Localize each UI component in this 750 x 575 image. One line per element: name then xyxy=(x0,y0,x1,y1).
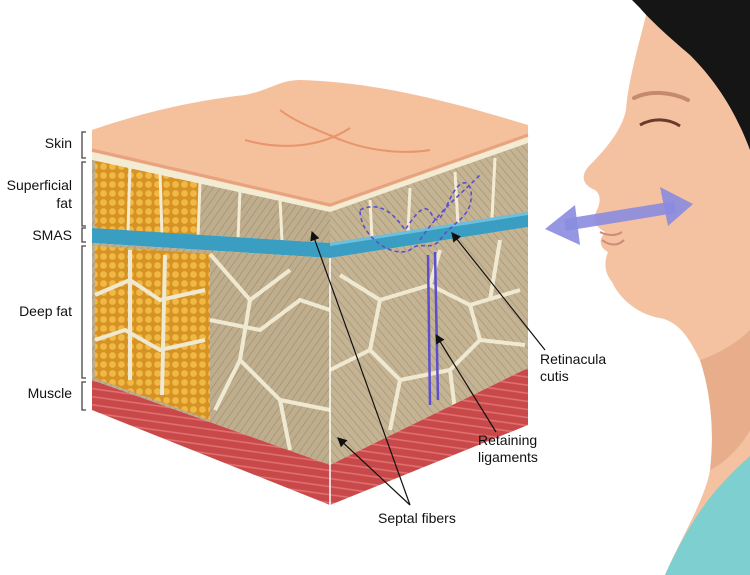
shirt xyxy=(665,456,750,575)
smas-front xyxy=(92,228,330,258)
callout-septal: Septal fibers xyxy=(378,510,456,526)
callout-retaining-2: ligaments xyxy=(478,449,538,465)
face-skin xyxy=(583,0,750,575)
retinacula-arrow xyxy=(451,232,546,351)
muscle-front xyxy=(92,380,330,505)
deep-fat-gold xyxy=(95,246,210,420)
face-profile xyxy=(545,0,750,575)
eye xyxy=(639,118,681,128)
bracket-icon xyxy=(81,131,86,411)
muscle-right xyxy=(330,368,528,505)
lips xyxy=(599,231,625,246)
layer-labels: Skin Superficial fat SMAS Deep fat Muscl… xyxy=(7,131,86,411)
retaining-ligaments xyxy=(426,251,440,406)
double-headed-arrow-icon xyxy=(545,187,693,245)
callouts xyxy=(310,230,546,506)
retaining-arrow xyxy=(435,333,497,433)
skin-wrinkle xyxy=(244,109,431,153)
callout-retaining-1: Retaining xyxy=(478,432,537,448)
label-skin: Skin xyxy=(45,135,72,151)
label-deep-fat: Deep fat xyxy=(19,303,72,319)
superficial-fat-gold xyxy=(95,158,200,238)
dermis-edge xyxy=(92,152,330,212)
superficial-septa xyxy=(126,164,284,243)
tissue-block xyxy=(91,80,529,505)
septal-arrow-lower xyxy=(337,437,411,506)
deep-fat-septa-front xyxy=(94,250,331,451)
smas-right xyxy=(330,212,528,258)
septal-arrow-upper xyxy=(310,230,411,506)
hair xyxy=(632,0,750,150)
label-superficial-fat-2: fat xyxy=(56,195,72,211)
retinacula-cutis xyxy=(359,174,481,253)
label-superficial-fat-1: Superficial xyxy=(7,177,72,193)
neck-shadow xyxy=(700,330,750,470)
label-muscle: Muscle xyxy=(28,385,73,401)
callout-retinacula-2: cutis xyxy=(540,368,569,384)
eyebrow xyxy=(632,91,690,102)
callout-retinacula-1: Retinacula xyxy=(540,351,606,367)
label-smas: SMAS xyxy=(32,227,72,243)
superficial-fat-right xyxy=(330,140,528,243)
